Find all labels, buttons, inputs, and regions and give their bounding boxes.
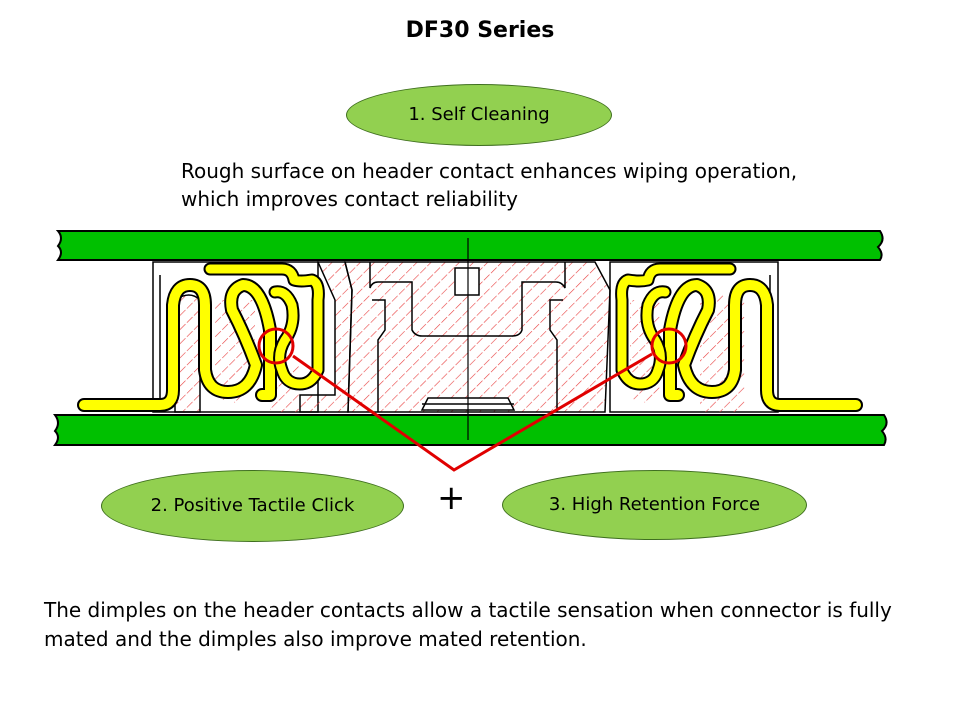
plus-symbol: + (437, 478, 466, 518)
left-contact (77, 262, 325, 412)
pointer-lines (292, 352, 653, 472)
slide-title: DF30 Series (405, 18, 555, 43)
callout-tactile-click-label: 2. Positive Tactile Click (150, 495, 355, 516)
callout-retention: 3. High Retention Force (502, 470, 807, 540)
right-dimple-highlight (650, 327, 688, 365)
right-contact (615, 262, 863, 412)
callout-self-cleaning-label: 1. Self Cleaning (408, 104, 550, 125)
callout-retention-label: 3. High Retention Force (548, 494, 761, 515)
callout-self-cleaning: 1. Self Cleaning (346, 84, 612, 146)
callout-tactile-click: 2. Positive Tactile Click (101, 470, 404, 542)
top-pcb-board (55, 230, 884, 261)
left-dimple-highlight (257, 327, 295, 365)
description-top: Rough surface on header contact enhances… (181, 159, 798, 211)
bottom-pcb-board (53, 414, 888, 446)
description-bottom: The dimples on the header contacts allow… (44, 598, 892, 651)
